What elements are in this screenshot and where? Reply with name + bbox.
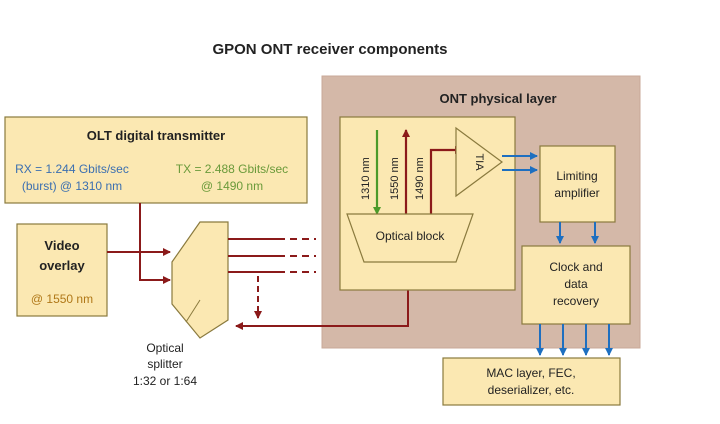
olt-tx-line1: TX = 2.488 Gbits/sec bbox=[176, 162, 288, 176]
tia-amplifier: TIA bbox=[455, 126, 504, 198]
olt-label: OLT digital transmitter bbox=[87, 128, 225, 143]
optical-module-box bbox=[339, 116, 516, 291]
limiting-amplifier-line2: amplifier bbox=[554, 186, 599, 200]
olt-rx-line2: (burst) @ 1310 nm bbox=[22, 179, 122, 193]
wl-1490-label: 1490 nm bbox=[414, 157, 426, 200]
video-overlay-wavelength: @ 1550 nm bbox=[31, 292, 93, 306]
olt-transmitter-box: OLT digital transmitter RX = 1.244 Gbits… bbox=[4, 116, 308, 204]
limiting-amplifier-box: Limiting amplifier bbox=[539, 145, 616, 223]
optical-splitter: Optical splitter 1:32 or 1:64 bbox=[133, 221, 229, 388]
olt-rx-line1: RX = 1.244 Gbits/sec bbox=[15, 162, 129, 176]
video-overlay-line2: overlay bbox=[39, 258, 85, 273]
cdr-line3: recovery bbox=[553, 294, 599, 308]
mac-line1: MAC layer, FEC, bbox=[486, 366, 575, 380]
video-overlay-box: Video overlay @ 1550 nm bbox=[16, 223, 108, 317]
splitter-label-line3: 1:32 or 1:64 bbox=[133, 374, 197, 388]
video-overlay-line1: Video bbox=[44, 238, 79, 253]
optical-block-label: Optical block bbox=[376, 229, 446, 243]
optical-block: Optical block bbox=[346, 213, 474, 263]
wl-1310-label: 1310 nm bbox=[360, 157, 372, 200]
cdr-line2: data bbox=[564, 277, 588, 291]
diagram-title: GPON ONT receiver components bbox=[212, 41, 447, 58]
mac-line2: deserializer, etc. bbox=[488, 383, 575, 397]
mac-layer-box: MAC layer, FEC, deserializer, etc. bbox=[442, 357, 621, 406]
wavelength-arrows: 1310 nm 1550 nm 1490 nm bbox=[360, 129, 463, 215]
wl-1550-label: 1550 nm bbox=[389, 157, 401, 200]
cdr-line1: Clock and bbox=[549, 260, 602, 274]
splitter-label-line2: splitter bbox=[147, 357, 182, 371]
splitter-label-line1: Optical bbox=[146, 341, 183, 355]
limiting-amplifier-line1: Limiting bbox=[556, 169, 597, 183]
ont-physical-layer-label: ONT physical layer bbox=[439, 91, 556, 106]
arrow-1490 bbox=[429, 146, 463, 214]
tia-output-arrows bbox=[502, 152, 538, 174]
clock-data-recovery-box: Clock and data recovery bbox=[521, 245, 631, 325]
amp-output-arrows bbox=[556, 222, 599, 244]
tia-label: TIA bbox=[473, 153, 485, 171]
olt-tx-line2: @ 1490 nm bbox=[201, 179, 263, 193]
cdr-output-arrows bbox=[536, 324, 613, 356]
